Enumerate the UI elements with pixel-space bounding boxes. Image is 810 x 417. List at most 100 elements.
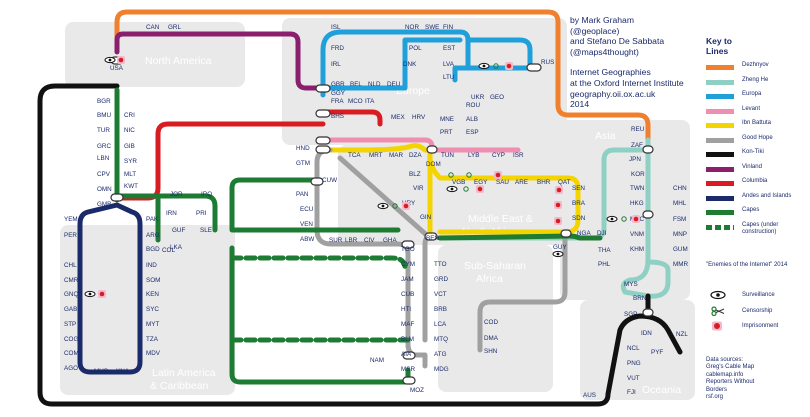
station-gha: GHA <box>383 237 397 244</box>
station-usa: USA <box>110 65 124 72</box>
station-dnk: DNK <box>403 61 417 68</box>
station-nic: NIC <box>124 127 135 134</box>
station-pan: PAN <box>296 191 309 198</box>
station-irq: IRQ <box>201 191 212 198</box>
station-tur: TUR <box>97 127 110 134</box>
station-chn: CHN <box>673 185 687 192</box>
station-msr: MSR <box>401 366 415 373</box>
station-phl: PHL <box>598 261 611 268</box>
station-sle: SLE <box>200 227 212 234</box>
station-sdn: SDN <box>572 215 586 222</box>
source-line: cablemap.info <box>706 371 744 378</box>
station-bra: BRA <box>572 200 586 207</box>
key-swatch <box>706 94 734 99</box>
source-line: Greg's Cable Map <box>706 364 755 371</box>
station-moz: MOZ <box>410 387 424 394</box>
key-swatch <box>706 65 734 70</box>
key-label: Levant <box>742 105 761 112</box>
region-ssa-1: Sub-Saharan <box>464 260 526 272</box>
key-label: Zheng He <box>742 76 769 83</box>
station-bmu: BMU <box>97 112 111 119</box>
eye-pupil <box>482 64 486 68</box>
station-aus: AUS <box>583 392 596 399</box>
key-label: Capes <box>742 207 760 213</box>
key-row: Europa <box>706 91 810 103</box>
station-mtq: MTQ <box>434 336 448 343</box>
station-abw: ABW <box>300 236 314 243</box>
station-frd: FRD <box>331 45 344 52</box>
station-nzl: NZL <box>676 331 688 338</box>
station-arg: ARG <box>146 232 160 239</box>
line-vinland <box>114 31 326 91</box>
station-sen: SEN <box>572 185 585 192</box>
station-nam: NAM <box>370 357 384 364</box>
station-mne: MNE <box>440 116 454 123</box>
region-ssa-2: Africa <box>476 273 503 285</box>
credit-line: 2014 <box>570 99 590 110</box>
source-line: Data sources: <box>706 357 744 363</box>
station-cuw: CUW <box>322 177 337 184</box>
station-ltu: LTU <box>443 74 455 81</box>
station-ago: AGO <box>64 365 78 372</box>
station-mnp: MNP <box>673 231 687 238</box>
station-gib: GIB <box>124 143 135 150</box>
station-mco: MCO <box>348 98 363 105</box>
station-lyb: LYB <box>468 152 479 159</box>
station-lbn: LBN <box>97 155 110 162</box>
station-per: PER <box>64 232 77 239</box>
station-lka: LKA <box>170 244 183 251</box>
key-row: Dezhnyov <box>706 62 810 74</box>
eye-icon <box>710 290 726 300</box>
station-tgo: TGO <box>401 246 415 253</box>
station-syr: SYR <box>124 158 137 165</box>
station-grd: GRD <box>434 276 448 283</box>
station-maf: MAF <box>401 321 414 328</box>
scissors-icon <box>392 203 398 209</box>
key-row: Vinland <box>706 164 810 176</box>
station-lva: LVA <box>443 61 455 68</box>
station-chl: CHL <box>64 262 77 269</box>
station-mar: MAR <box>389 152 403 159</box>
region-latam-2: & Caribbean <box>150 380 209 392</box>
station-grl: GRL <box>168 24 181 31</box>
key-swatch <box>706 108 734 114</box>
legend-surveillance-label: Surveillance <box>742 292 775 298</box>
station-fin: FIN <box>443 24 454 31</box>
prisoner-icon <box>712 321 722 331</box>
station-tza: TZA <box>146 336 159 343</box>
station-png: PNG <box>627 360 641 367</box>
key-label: Vinland <box>742 163 762 170</box>
station-can: CAN <box>146 24 160 31</box>
station-kna: KNA <box>116 368 130 375</box>
station-sur: SUR <box>329 237 343 244</box>
credits: by Mark Graham (@geoplace) and Stefano D… <box>570 15 700 110</box>
station-fsm: FSM <box>673 216 686 223</box>
station-hnd: HND <box>296 145 310 152</box>
station-ggy: GGY <box>331 90 346 97</box>
station-gnq: GNQ <box>64 291 78 298</box>
station-est: EST <box>443 45 455 52</box>
station-ken: KEN <box>146 291 159 298</box>
station-som: SOM <box>146 277 160 284</box>
region-latam-1: Latin America <box>152 367 216 379</box>
station-brb: BRB <box>434 306 447 313</box>
station-hti: HTI <box>401 306 411 313</box>
station-twn: TWN <box>630 185 645 192</box>
station-cpv: CPV <box>97 171 111 178</box>
station-gmb: GMB <box>97 201 111 208</box>
station-zaf: ZAF <box>631 142 643 149</box>
station-tca: TCA <box>348 152 361 159</box>
legend-imprisonment-label: Imprisonment <box>742 323 779 329</box>
key-label: Kon-Tiki <box>742 149 764 155</box>
station-lbr: LBR <box>345 237 358 244</box>
station-shn: SHN <box>484 348 498 355</box>
station-isr: ISR <box>513 152 524 159</box>
region-asia: Asia <box>595 130 616 142</box>
station-geo: GEO <box>490 94 504 101</box>
station-ben: BEN <box>426 235 439 242</box>
key-title: Key to Lines <box>706 36 732 56</box>
station-tun: TUN <box>441 152 454 159</box>
credit-line: Internet Geographies <box>570 67 651 78</box>
key-swatch <box>706 137 734 143</box>
station-blm: BLM <box>401 336 414 343</box>
